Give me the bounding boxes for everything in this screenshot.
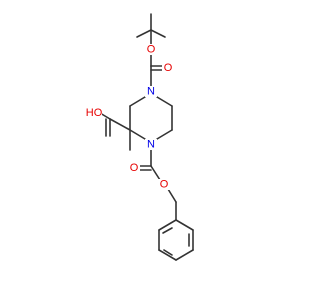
bond-phenyl-6 xyxy=(158,219,177,231)
atom-cbz-ether-oxygen: O xyxy=(158,179,170,191)
atom-cbz-carbonyl-oxygen-bg xyxy=(128,162,140,174)
atom-cbz-carbonyl-oxygen-label: O xyxy=(130,162,139,174)
atom-boc-ether-oxygen-label: O xyxy=(147,44,156,56)
bond-phenyl-1 xyxy=(175,219,194,231)
bond-phenyl-3 xyxy=(175,249,194,261)
atom-boc-carbonyl-oxygen: O xyxy=(162,62,174,74)
atom-cbz-ether-oxygen-bg xyxy=(158,179,170,190)
bond-ring-n-top-to-ch2-right xyxy=(156,96,173,107)
atom-ring-nitrogen-top-bg xyxy=(145,86,157,97)
atom-cbz-carbonyl-oxygen: O xyxy=(128,162,140,174)
bond-tbu-quaternary-methyl-left xyxy=(136,29,152,38)
atom-hydroxyl: HO xyxy=(86,107,103,119)
atom-boc-ether-oxygen: O xyxy=(145,44,157,56)
atom-hydroxyl-label: HO xyxy=(86,107,103,119)
bond-phenyl-inner-3 xyxy=(162,227,173,234)
bond-ring-n-top-to-ch2-left xyxy=(129,96,146,107)
molecule-structure: O O N HO N O O xyxy=(86,13,194,261)
atom-hydroxyl-bg xyxy=(86,107,102,119)
atom-boc-ether-oxygen-bg xyxy=(145,44,157,55)
bond-cbz-carbonyl-to-ether-oxygen xyxy=(150,165,161,181)
atom-ring-nitrogen-bottom-bg xyxy=(145,139,157,150)
atom-ring-nitrogen-top-label: N xyxy=(147,86,155,98)
atom-boc-carbonyl-oxygen-bg xyxy=(162,62,174,74)
atom-ring-nitrogen-bottom: N xyxy=(145,139,157,151)
bond-phenyl-4 xyxy=(158,249,177,261)
bond-phenyl-inner-2 xyxy=(163,249,173,256)
atom-ring-nitrogen-top: N xyxy=(145,86,157,98)
bonds xyxy=(99,13,194,261)
bond-quaternary-carbon-to-acid-carbon xyxy=(109,118,131,131)
atom-labels: O O N HO N O O xyxy=(86,44,174,191)
bond-ring-quaternary-carbon-to-n-bottom xyxy=(129,129,146,140)
atom-ring-nitrogen-bottom-label: N xyxy=(147,139,155,151)
bond-tbu-quaternary-methyl-right xyxy=(150,29,166,38)
atom-boc-carbonyl-oxygen-label: O xyxy=(164,62,173,74)
bond-cbz-ether-oxygen-to-ch2 xyxy=(167,188,177,203)
atom-cbz-ether-oxygen-label: O xyxy=(160,179,169,191)
bond-ring-ch2-lower-to-n-bottom xyxy=(156,129,173,140)
